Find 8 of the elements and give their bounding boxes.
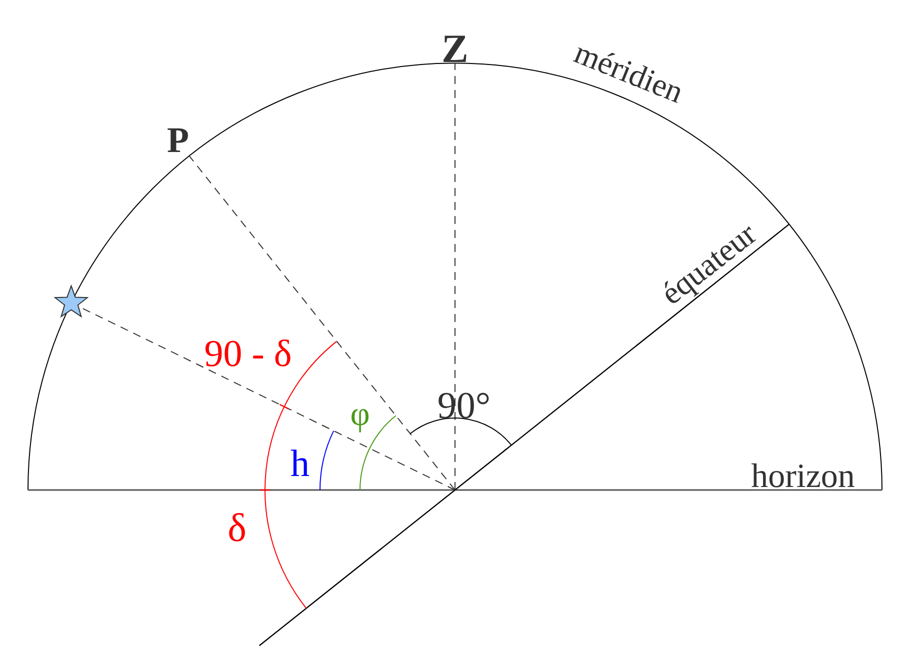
angle-label: φ — [350, 396, 370, 433]
point-label: P — [167, 120, 189, 160]
angle-label: 90 - δ — [204, 333, 292, 375]
angle-label: h — [290, 443, 310, 485]
angle-label: δ — [228, 505, 246, 550]
point-label: Z — [442, 26, 468, 71]
angle-label: 90° — [437, 385, 491, 427]
line-label: horizon — [751, 458, 855, 495]
